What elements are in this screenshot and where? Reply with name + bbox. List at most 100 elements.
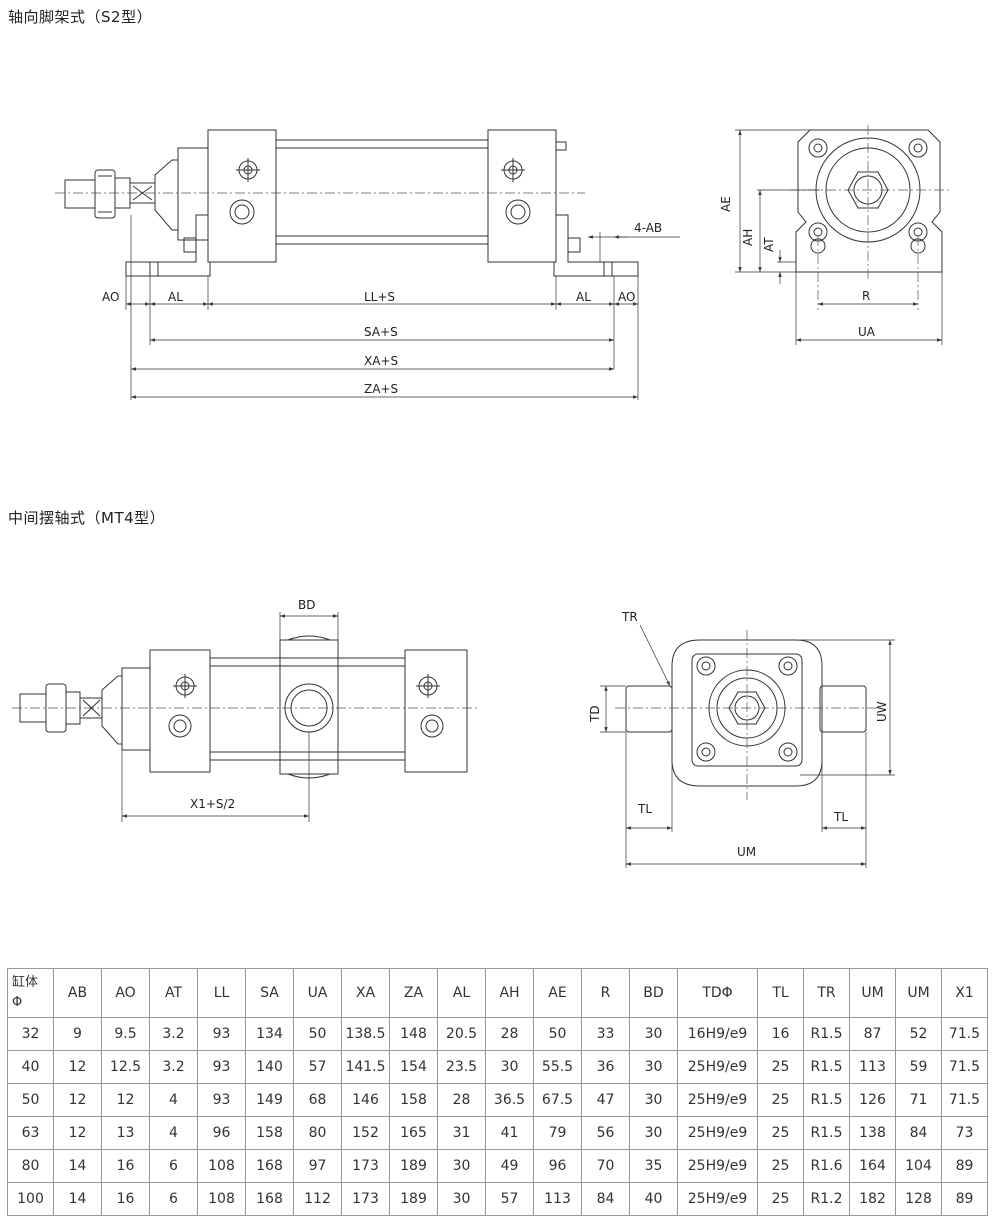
table-cell: 40 bbox=[629, 1182, 678, 1216]
table-header-cell: TR bbox=[803, 968, 850, 1018]
label-uw: UW bbox=[875, 701, 889, 722]
table-cell: 134 bbox=[245, 1017, 294, 1051]
table-cell: 25 bbox=[757, 1182, 804, 1216]
table-cell: 30 bbox=[629, 1083, 678, 1117]
table-cell: 16 bbox=[101, 1182, 150, 1216]
table-cell: 14 bbox=[53, 1182, 102, 1216]
table-cell: 113 bbox=[533, 1182, 582, 1216]
table-cell: 154 bbox=[389, 1050, 438, 1084]
foot-mount-drawing: AO AL LL+S AL AO SA+S XA+S ZA+S 4-AB bbox=[55, 125, 950, 400]
table-cell: 141.5 bbox=[341, 1050, 390, 1084]
table-cell: 25H9/e9 bbox=[677, 1116, 758, 1150]
header-bore-line2: Φ bbox=[12, 995, 23, 1010]
table-cell: 32 bbox=[7, 1017, 54, 1051]
table-cell: 3.2 bbox=[149, 1017, 198, 1051]
table-cell: 25H9/e9 bbox=[677, 1182, 758, 1216]
table-cell: 97 bbox=[293, 1149, 342, 1183]
table-cell: 71.5 bbox=[941, 1050, 988, 1084]
table-cell: 9 bbox=[53, 1017, 102, 1051]
table-cell: 30 bbox=[437, 1182, 486, 1216]
table-header-cell: UM bbox=[895, 968, 942, 1018]
table-header-cell: AE bbox=[533, 968, 582, 1018]
table-cell: 71 bbox=[895, 1083, 942, 1117]
table-cell: 89 bbox=[941, 1149, 988, 1183]
table-header-cell: AH bbox=[485, 968, 534, 1018]
label-x1-s2: X1+S/2 bbox=[190, 797, 235, 811]
label-at: AT bbox=[762, 237, 776, 252]
table-cell: 168 bbox=[245, 1149, 294, 1183]
table-header-cell: R bbox=[581, 968, 630, 1018]
table-cell: 158 bbox=[245, 1116, 294, 1150]
table-cell: 93 bbox=[197, 1050, 246, 1084]
table-cell: 12 bbox=[53, 1116, 102, 1150]
table-cell: 93 bbox=[197, 1083, 246, 1117]
table-cell: 25H9/e9 bbox=[677, 1050, 758, 1084]
table-cell: 30 bbox=[629, 1050, 678, 1084]
table-header-cell: X1 bbox=[941, 968, 988, 1018]
label-tl-right: TL bbox=[833, 810, 848, 824]
table-header-cell: AO bbox=[101, 968, 150, 1018]
table-cell: 6 bbox=[149, 1149, 198, 1183]
table-cell: R1.2 bbox=[803, 1182, 850, 1216]
table-cell: 182 bbox=[849, 1182, 896, 1216]
table-cell: 100 bbox=[7, 1182, 54, 1216]
table-cell: 148 bbox=[389, 1017, 438, 1051]
label-ua: UA bbox=[858, 325, 876, 339]
table-cell: 168 bbox=[245, 1182, 294, 1216]
table-cell: 25H9/e9 bbox=[677, 1149, 758, 1183]
table-cell: 41 bbox=[485, 1116, 534, 1150]
table-header-cell: BD bbox=[629, 968, 678, 1018]
table-cell: 189 bbox=[389, 1182, 438, 1216]
table-cell: 152 bbox=[341, 1116, 390, 1150]
label-um: UM bbox=[737, 845, 756, 859]
table-cell: 40 bbox=[7, 1050, 54, 1084]
table-cell: 12 bbox=[53, 1083, 102, 1117]
table-cell: 80 bbox=[293, 1116, 342, 1150]
table-header-cell: AL bbox=[437, 968, 486, 1018]
table-cell: 30 bbox=[629, 1017, 678, 1051]
label-td: TD bbox=[588, 705, 602, 723]
table-header-cell: UA bbox=[293, 968, 342, 1018]
table-cell: 35 bbox=[629, 1149, 678, 1183]
label-za-s: ZA+S bbox=[364, 382, 398, 396]
label-r: R bbox=[862, 289, 870, 303]
table-cell: 70 bbox=[581, 1149, 630, 1183]
table-cell: 30 bbox=[485, 1050, 534, 1084]
table-cell: 23.5 bbox=[437, 1050, 486, 1084]
table-cell: 4 bbox=[149, 1116, 198, 1150]
table-cell: 49 bbox=[485, 1149, 534, 1183]
table-cell: 16 bbox=[757, 1017, 804, 1051]
table-cell: 80 bbox=[7, 1149, 54, 1183]
table-cell: 173 bbox=[341, 1149, 390, 1183]
trunnion-mount-drawing: BD X1+S/2 bbox=[12, 598, 895, 868]
table-cell: 56 bbox=[581, 1116, 630, 1150]
label-ao-left: AO bbox=[102, 290, 119, 304]
table-cell: 158 bbox=[389, 1083, 438, 1117]
table-cell: 149 bbox=[245, 1083, 294, 1117]
table-cell: 173 bbox=[341, 1182, 390, 1216]
table-cell: 25 bbox=[757, 1050, 804, 1084]
label-ao-right: AO bbox=[618, 290, 635, 304]
table-cell: 96 bbox=[533, 1149, 582, 1183]
table-cell: 63 bbox=[7, 1116, 54, 1150]
table-header-cell: SA bbox=[245, 968, 294, 1018]
table-cell: 59 bbox=[895, 1050, 942, 1084]
table-cell: 36.5 bbox=[485, 1083, 534, 1117]
table-cell: 30 bbox=[629, 1116, 678, 1150]
table-cell: 138.5 bbox=[341, 1017, 390, 1051]
table-cell: 93 bbox=[197, 1017, 246, 1051]
label-4-ab: 4-AB bbox=[634, 221, 662, 235]
table-cell: 71.5 bbox=[941, 1083, 988, 1117]
table-cell: 146 bbox=[341, 1083, 390, 1117]
section-title-s2: 轴向脚架式（S2型） bbox=[8, 8, 153, 26]
table-cell: 12 bbox=[101, 1083, 150, 1117]
table-cell: 30 bbox=[437, 1149, 486, 1183]
header-bore-line1: 缸体 bbox=[12, 975, 39, 990]
